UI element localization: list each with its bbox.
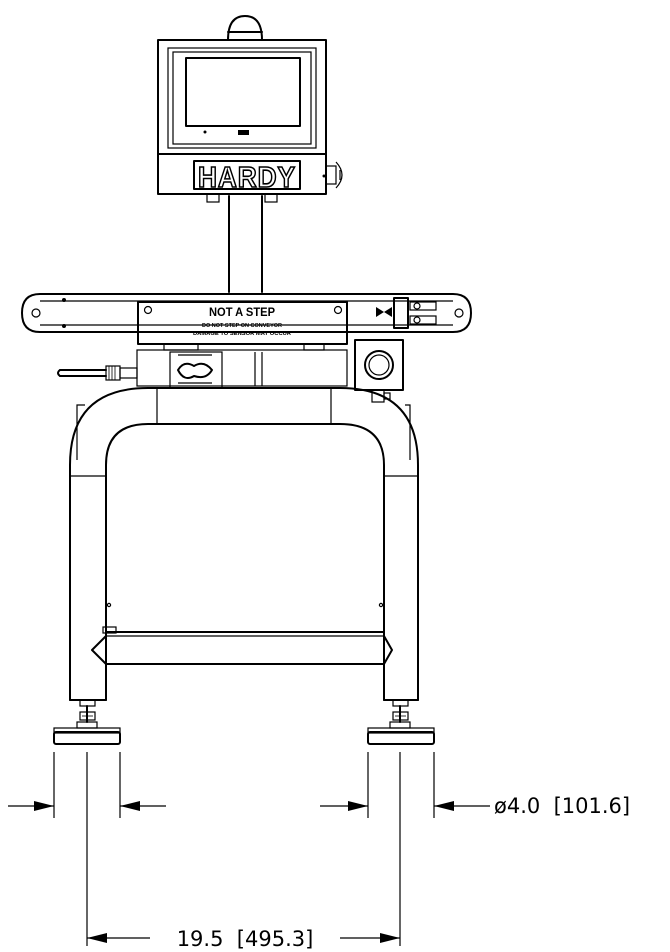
svg-text:DO NOT STEP ON CONVEYOR: DO NOT STEP ON CONVEYOR xyxy=(202,323,282,329)
svg-text:NOT A STEP: NOT A STEP xyxy=(209,305,275,319)
beacon-light xyxy=(227,15,263,41)
push-button-box xyxy=(354,339,404,403)
base-frame xyxy=(69,387,419,701)
base-crossbar xyxy=(91,631,393,665)
enclosure-latch xyxy=(325,161,343,189)
touchscreen-display xyxy=(185,57,301,127)
warning-plate: NOT A STEP DO NOT STEP ON CONVEYOR DAMAG… xyxy=(137,301,348,351)
display-indicator-icon xyxy=(238,130,249,135)
hardy-logo: HARDY xyxy=(193,160,301,195)
foot-spacing-label: 19.5 [495.3] xyxy=(177,927,314,951)
hmi-enclosure xyxy=(157,39,343,203)
leveling-foot-right xyxy=(367,699,435,745)
extension-lines xyxy=(53,752,435,946)
leveling-foot-left xyxy=(53,699,121,745)
svg-text:HARDY: HARDY xyxy=(198,162,296,194)
svg-text:DAMAGE TO SENSOR MAY OCCUR: DAMAGE TO SENSOR MAY OCCUR xyxy=(193,331,291,337)
support-post xyxy=(228,195,263,293)
load-cell-block xyxy=(136,349,348,389)
cable-connector xyxy=(57,365,138,381)
photo-sensor-bracket xyxy=(376,297,437,329)
foot-diameter-label: ø4.0 [101.6] xyxy=(494,794,630,818)
foot-spacing-dimension: 19.5 [495.3] xyxy=(87,927,400,951)
foot-diameter-dimension: ø4.0 [101.6] xyxy=(8,794,630,818)
